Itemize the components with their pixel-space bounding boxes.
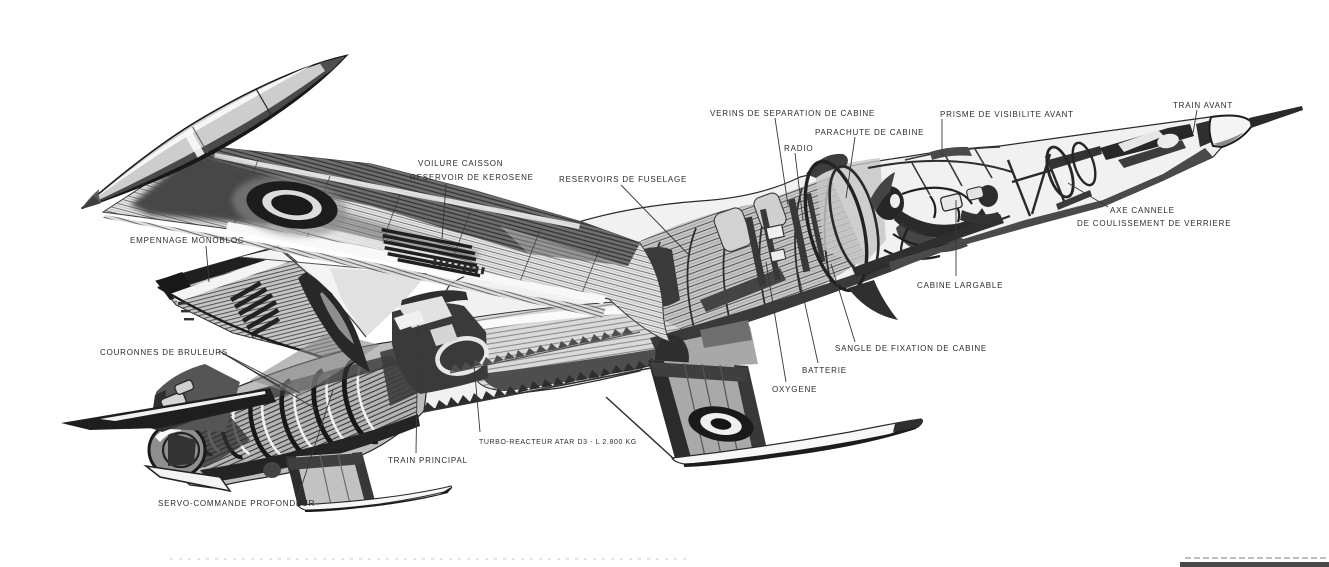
svg-text:BATTERIE: BATTERIE	[802, 366, 847, 375]
svg-text:DE COULISSEMENT DE VERRIERE: DE COULISSEMENT DE VERRIERE	[1077, 219, 1231, 228]
svg-text:TURBO-REACTEUR ATAR D3 - L 2: TURBO-REACTEUR ATAR D3 - L 2.800 KG	[479, 439, 637, 446]
svg-text:RADIO: RADIO	[784, 144, 813, 153]
svg-text:PRISME DE VISIBILITE AVANT: PRISME DE VISIBILITE AVANT	[940, 110, 1074, 119]
svg-text:CABINE LARGABLE: CABINE LARGABLE	[917, 281, 1003, 290]
svg-text:TRAIN AVANT: TRAIN AVANT	[1173, 101, 1233, 110]
svg-text:RESERVOIR DE KEROSENE: RESERVOIR DE KEROSENE	[410, 173, 534, 182]
svg-text:TRAIN PRINCIPAL: TRAIN PRINCIPAL	[388, 456, 468, 465]
svg-text:VOILURE CAISSON: VOILURE CAISSON	[418, 159, 503, 168]
svg-text:SANGLE DE FIXATION DE CABINE: SANGLE DE FIXATION DE CABINE	[835, 344, 987, 353]
svg-text:OXYGENE: OXYGENE	[772, 385, 817, 394]
svg-text:VERINS DE SEPARATION DE CABINE: VERINS DE SEPARATION DE CABINE	[710, 109, 875, 118]
svg-text:PARACHUTE DE CABINE: PARACHUTE DE CABINE	[815, 128, 924, 137]
svg-text:SERVO-COMMANDE PROFONDEUR: SERVO-COMMANDE PROFONDEUR	[158, 499, 315, 508]
svg-text:EMPENNAGE MONOBLOC: EMPENNAGE MONOBLOC	[130, 236, 244, 245]
svg-text:COURONNES DE BRULEURS: COURONNES DE BRULEURS	[100, 348, 228, 357]
svg-text:AXE CANNELE: AXE CANNELE	[1110, 206, 1175, 215]
svg-text:RESERVOIRS DE FUSELAGE: RESERVOIRS DE FUSELAGE	[559, 175, 687, 184]
